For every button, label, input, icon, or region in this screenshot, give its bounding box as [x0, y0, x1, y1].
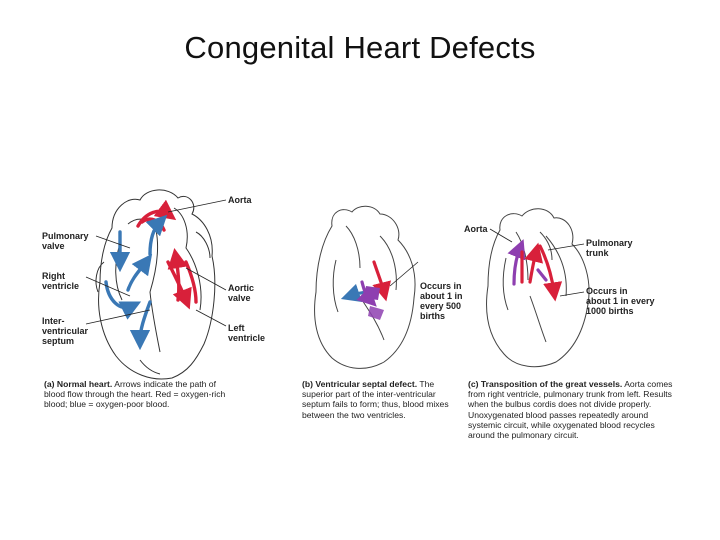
label-interventricular-septum: Inter- ventricular septum	[42, 316, 89, 346]
label-left-ventricle: Left ventricle	[228, 323, 266, 343]
heart-a-illustration	[95, 189, 216, 380]
caption-b: (b) Ventricular septal defect. The super…	[302, 379, 460, 435]
heart-c-illustration	[486, 208, 590, 368]
label-pulmonary-valve: Pulmonary valve	[42, 231, 89, 251]
label-occurs-transposition: Occurs in about 1 in every 1000 births	[586, 286, 655, 316]
label-aorta-a: Aorta	[228, 195, 252, 205]
caption-a: (a) Normal heart. Arrows indicate the pa…	[44, 379, 228, 410]
heart-a-leader-lines	[85, 199, 227, 327]
caption-c-head: Transposition of the great vessels.	[480, 379, 623, 389]
label-aortic-valve: Aortic valve	[228, 283, 255, 303]
septal-defect-shape	[364, 286, 384, 320]
heart-b-illustration	[314, 205, 416, 369]
caption-a-head: Normal heart.	[56, 379, 113, 389]
caption-b-body: The superior part of the inter-ventricul…	[302, 379, 449, 420]
heart-a-flow-arrows	[104, 199, 198, 351]
caption-c-tag: (c)	[468, 379, 479, 389]
caption-c: (c) Transposition of the great vessels. …	[468, 379, 674, 440]
label-occurs-vsd: Occurs in about 1 in every 500 births	[420, 281, 463, 321]
label-pulmonary-trunk: Pulmonary trunk	[586, 238, 633, 258]
heart-b-leader-lines	[389, 261, 419, 287]
page-title: Congenital Heart Defects	[184, 30, 536, 65]
heart-c-flow-arrows	[507, 239, 563, 302]
label-right-ventricle: Right ventricle	[42, 271, 80, 291]
heart-c-leader-lines	[489, 228, 585, 297]
label-aorta-c: Aorta	[464, 224, 488, 234]
caption-b-head: Ventricular septal defect.	[315, 379, 418, 389]
caption-a-body: Arrows indicate the path of blood flow t…	[44, 379, 226, 410]
caption-c-body: Aorta comes from right ventricle, pulmon…	[468, 379, 673, 441]
caption-a-tag: (a)	[44, 379, 55, 389]
caption-b-tag: (b)	[302, 379, 313, 389]
